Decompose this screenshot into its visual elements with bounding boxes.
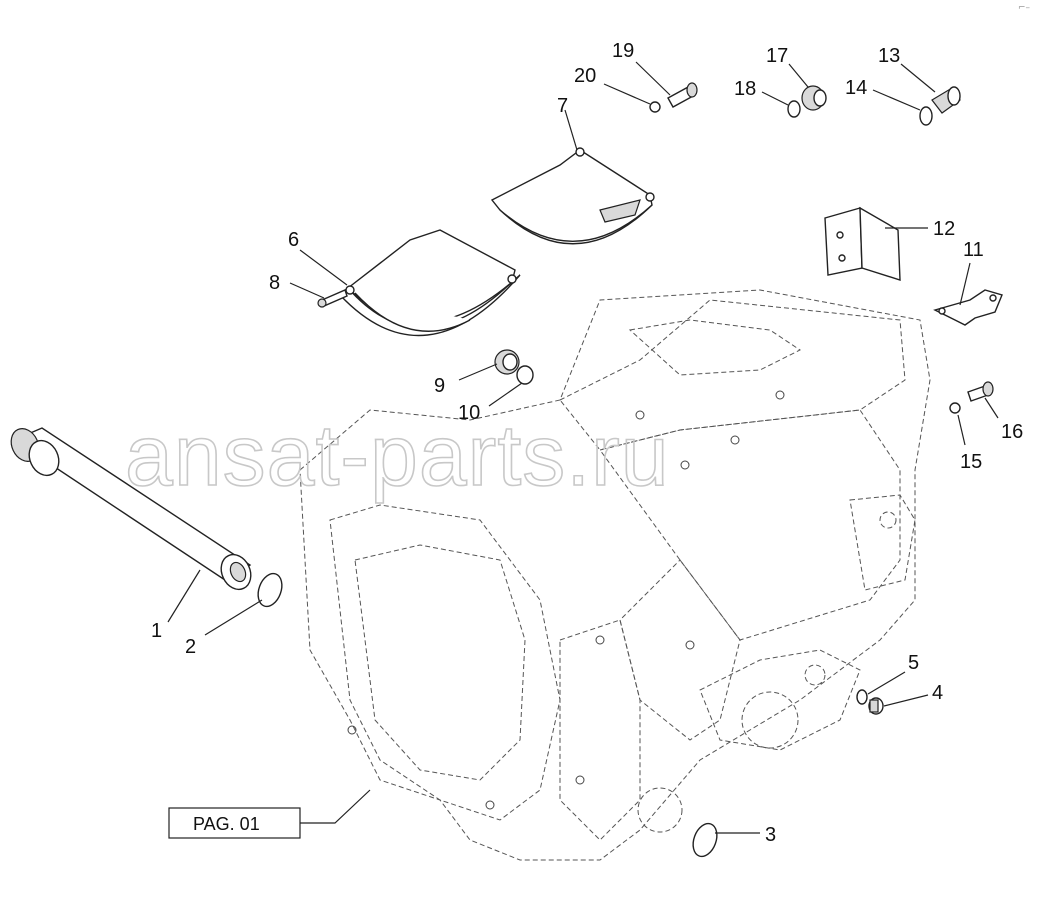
callout-17: 17 [766,45,788,67]
callout-16: 16 [1001,421,1023,443]
callout-15: 15 [960,451,982,473]
part-15-washer [949,402,961,414]
part-3-ring [692,822,718,858]
callout-12: 12 [933,218,955,240]
callout-8: 8 [269,272,280,294]
callout-20: 20 [574,65,596,87]
part-18-seal [787,100,801,118]
part-4-plug [868,697,884,715]
callout-5: 5 [908,652,919,674]
callout-9: 9 [434,375,445,397]
callout-3: 3 [765,824,776,846]
part-7-half-shell [490,147,655,245]
callout-13: 13 [878,45,900,67]
part-8-bolt [317,289,348,308]
part-13-cap [931,86,961,114]
part-17-plug [801,85,827,111]
callout-numbers: 1 2 3 4 5 6 7 8 9 10 11 12 13 14 15 16 1… [151,40,1023,846]
part-14-seal [919,106,933,126]
part-9-bushing [494,349,520,375]
part-1-shaft [10,427,252,591]
part-19-bolt [667,82,698,108]
part-6-half-shell [338,229,521,337]
callout-18: 18 [734,78,756,100]
callout-14: 14 [845,77,867,99]
callout-10: 10 [458,402,480,424]
callout-11: 11 [963,239,984,261]
callout-6: 6 [288,229,299,251]
page-reference-label: PAG. 01 [193,814,260,834]
callout-19: 19 [612,40,634,62]
part-20-washer [649,101,661,113]
watermark-text: ansat-parts.ru [125,408,670,504]
leader-lines [167,61,999,834]
callout-4: 4 [932,682,943,704]
part-11-bracket [933,289,1003,326]
page-reference[interactable]: PAG. 01 [168,807,301,839]
part-2-ring [257,572,283,608]
corner-mark: ⌐– [1018,3,1031,13]
part-16-bolt [967,381,994,402]
part-10-ring [516,365,534,385]
callout-2: 2 [185,636,196,658]
callout-1: 1 [151,620,162,642]
transmission-housing [299,289,931,861]
part-5-seal [856,689,868,705]
part-12-plate [824,206,901,281]
callout-7: 7 [557,95,568,117]
